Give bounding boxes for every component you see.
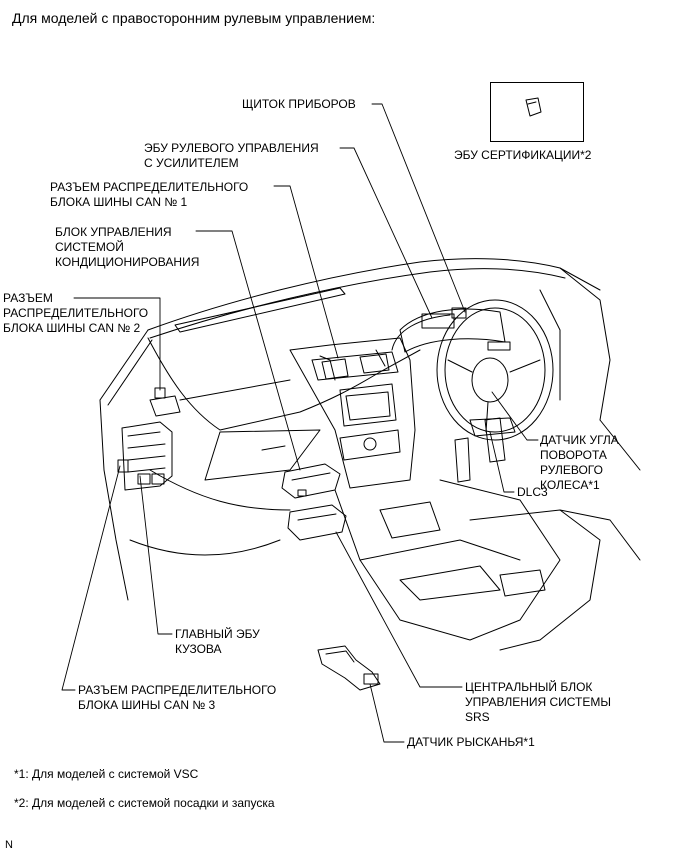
meter-cluster <box>391 307 511 353</box>
label-certification-ecu: ЭБУ СЕРТИФИКАЦИИ*2 <box>454 148 592 162</box>
certification-ecu-icon <box>525 97 542 117</box>
ac-control-unit <box>281 463 341 499</box>
label-dlc3: DLC3 <box>517 485 548 499</box>
label-can-junction-1: РАЗЪЕМ РАСПРЕДЕЛИТЕЛЬНОГО БЛОКА ШИНЫ CAN… <box>50 180 249 209</box>
steering-wheel <box>436 299 554 441</box>
right-side <box>539 267 641 471</box>
label-can-junction-3: РАЗЪЕМ РАСПРЕДЕЛИТЕЛЬНОГО БЛОКА ШИНЫ CAN… <box>78 683 277 712</box>
certification-ecu-box <box>490 82 584 142</box>
label-srs-center: ЦЕНТРАЛЬНЫЙ БЛОК УПРАВЛЕНИЯ СИСТЕМЫ SRS <box>465 680 612 724</box>
footnote-2: *2: Для моделей с системой посадки и зап… <box>14 796 275 810</box>
dashboard-outline <box>99 258 601 601</box>
page-header: Для моделей с правосторонним рулевым упр… <box>12 10 376 26</box>
label-steering-angle-sensor: ДАТЧИК УГЛА ПОВОРОТА РУЛЕВОГО КОЛЕСА*1 <box>540 433 619 492</box>
center-stack <box>289 337 416 489</box>
junction-block-cluster <box>117 387 181 491</box>
label-power-steering-ecu: ЭБУ РУЛЕВОГО УПРАВЛЕНИЯ С УСИЛИТЕЛЕМ <box>144 141 319 170</box>
label-can-junction-2: РАЗЪЕМ РАСПРЕДЕЛИТЕЛЬНОГО БЛОКА ШИНЫ CAN… <box>3 291 149 335</box>
yaw-rate-sensor <box>317 645 381 691</box>
srs-unit <box>287 504 347 541</box>
label-ac-control: БЛОК УПРАВЛЕНИЯ СИСТЕМОЙ КОНДИЦИОНИРОВАН… <box>55 225 200 269</box>
center-console <box>334 479 641 651</box>
label-combination-meter: ЩИТОК ПРИБОРОВ <box>242 97 356 111</box>
label-main-body-ecu: ГЛАВНЫЙ ЭБУ КУЗОВА <box>175 627 260 656</box>
leader-lines <box>61 103 539 743</box>
label-yaw-rate-sensor: ДАТЧИК РЫСКАНЬЯ*1 <box>407 735 535 749</box>
corner-mark: N <box>5 839 13 851</box>
footnote-1: *1: Для моделей с системой VSC <box>14 767 199 781</box>
